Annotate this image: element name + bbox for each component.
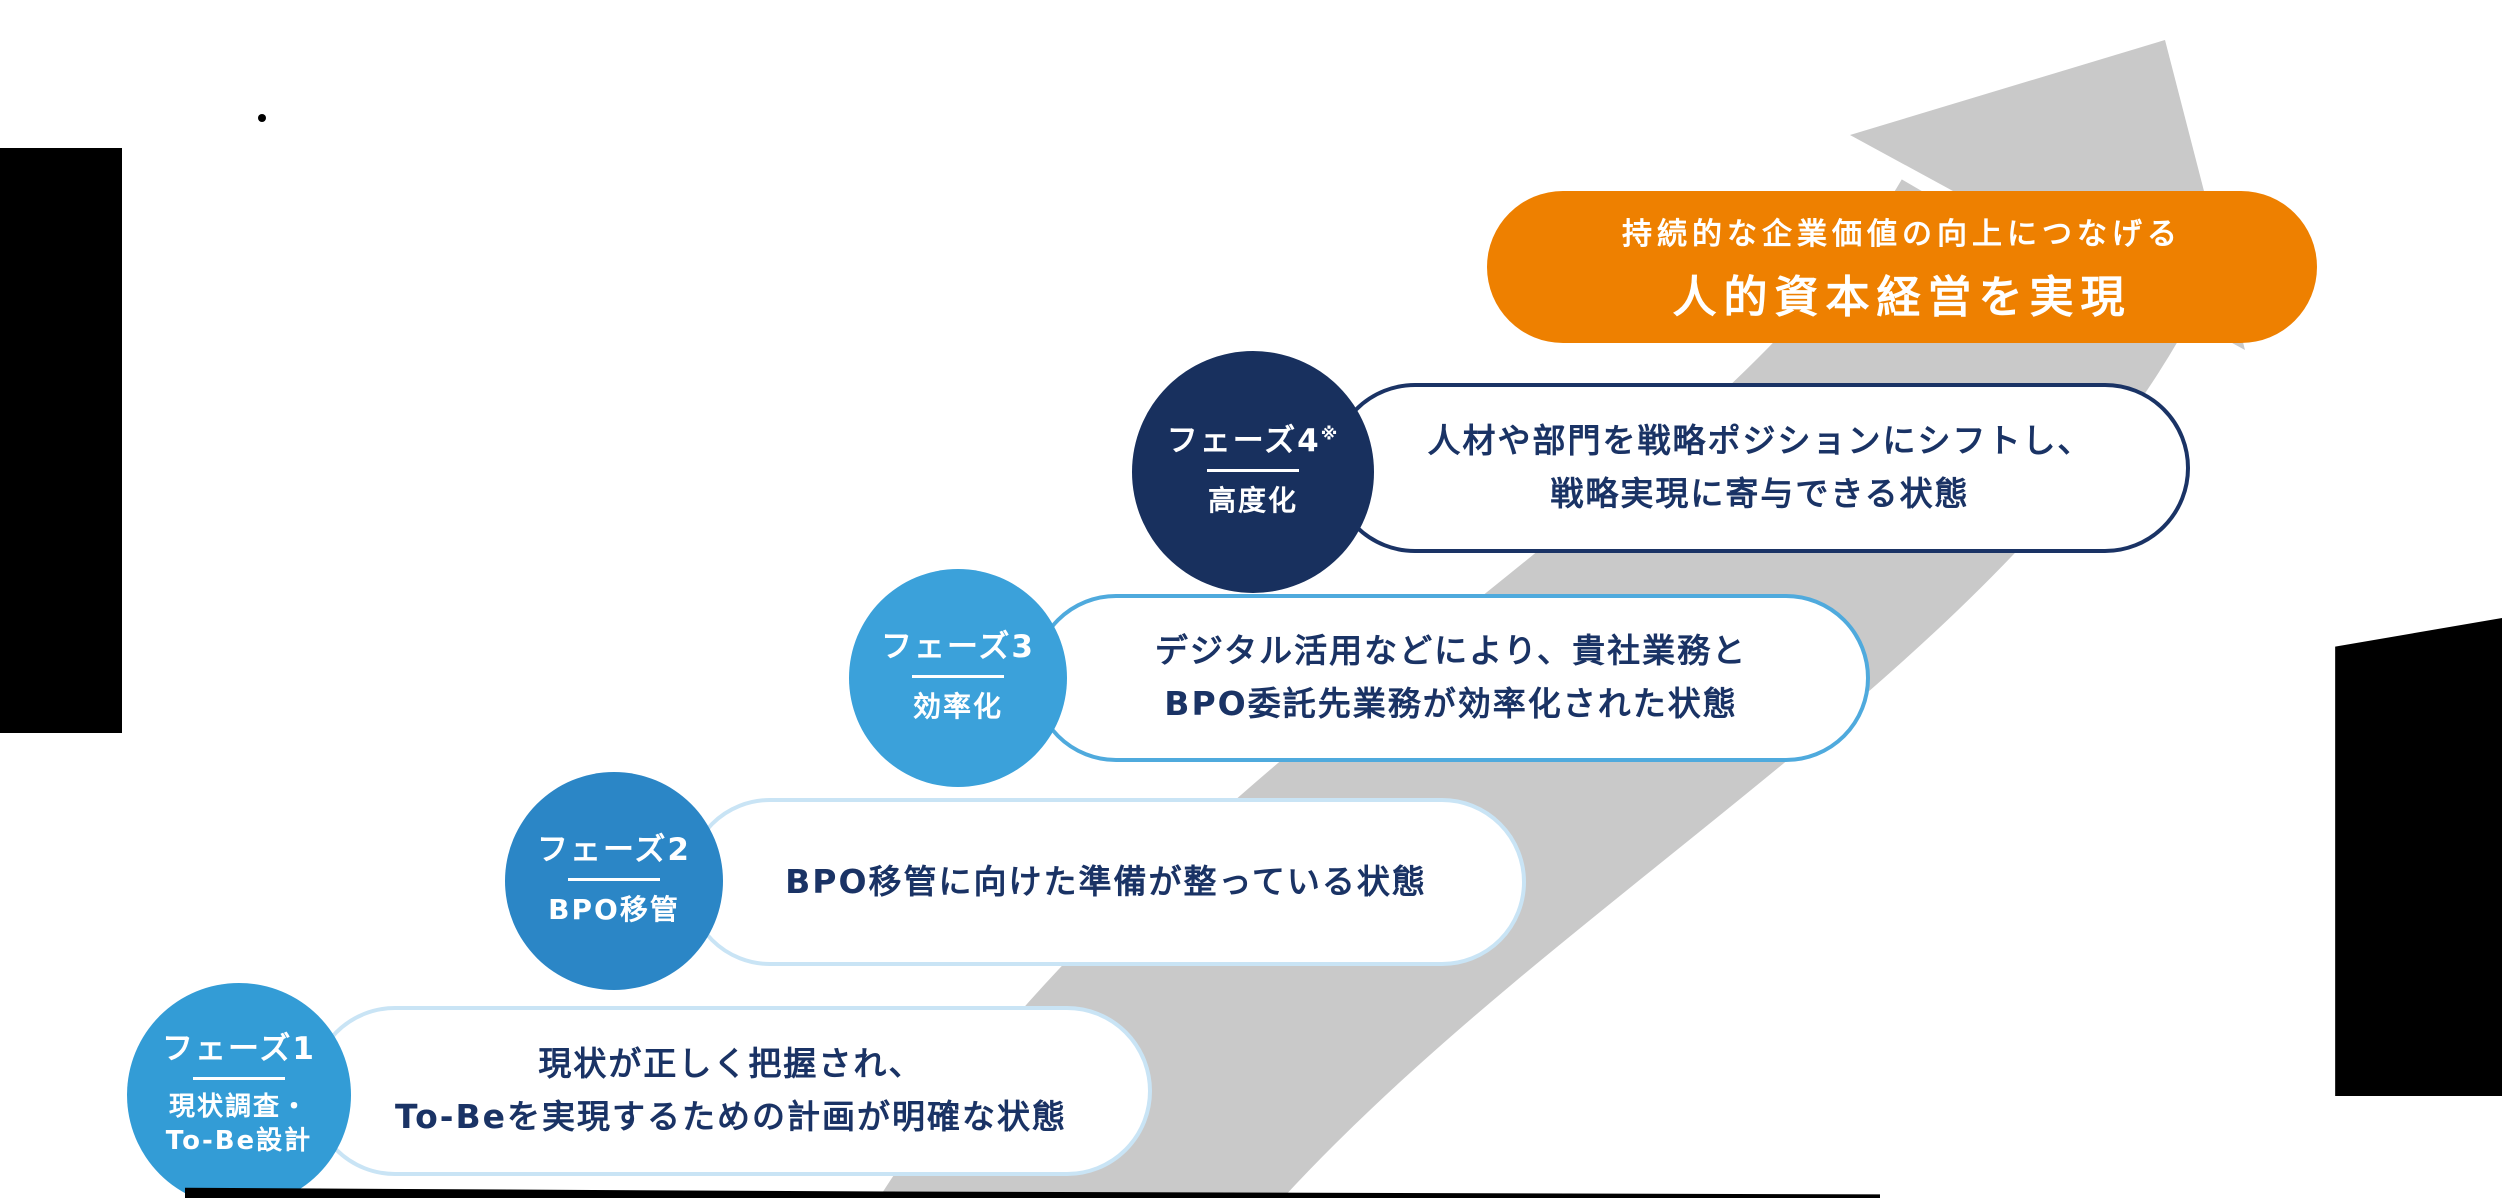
phase3-sublabel: 効率化: [912, 690, 1003, 724]
phase2-divider: [568, 878, 660, 882]
phase3-label: フェーズ3: [880, 629, 1036, 666]
phase2-desc-line1: BPO移管に向けた準備が整っている状態: [785, 861, 1427, 901]
phase4-label-text: フェーズ4: [1166, 423, 1321, 460]
phase3-divider: [912, 675, 1004, 679]
phase1-description-pill: 現状が正しく把握され、 To-Beを実現するための計画が明確な状態: [310, 1006, 1152, 1176]
phase1-label: フェーズ1: [161, 1030, 317, 1067]
phase4-desc-line1: 人材や部門を戦略ポジションにシフトし、: [1427, 421, 2093, 461]
phase4-note-mark: ※: [1320, 424, 1340, 445]
phase4-description-pill: 人材や部門を戦略ポジションにシフトし、 戦略実現に寄与できる状態: [1330, 383, 2190, 553]
phase4-desc-line2: 戦略実現に寄与できる状態: [1550, 474, 1970, 513]
page-edge-left: [0, 148, 122, 733]
phase3-desc-line2: BPO委託先業務が効率化された状態: [1164, 684, 1738, 723]
goal-banner: 持続的な企業価値の向上につなげる 人的資本経営を実現: [1487, 191, 2317, 343]
phase1-sublabel-line1: 現状調査・: [168, 1091, 309, 1122]
phase1-sublabel-line2: To-Be設計: [165, 1125, 313, 1156]
phase3-description-pill: デジタル活用などにより、貴社業務と BPO委託先業務が効率化された状態: [1032, 594, 1870, 762]
phase2-circle: フェーズ2 BPO移管: [505, 772, 723, 990]
phase2-label: フェーズ2: [536, 832, 692, 869]
phase3-desc-line1: デジタル活用などにより、貴社業務と: [1154, 631, 1748, 671]
page-edge-right: [2335, 618, 2502, 1096]
phase4-divider: [1207, 469, 1299, 473]
page-edge-bottom: [185, 1187, 1880, 1198]
phase2-description-pill: BPO移管に向けた準備が整っている状態: [686, 798, 1526, 966]
phase1-divider: [193, 1076, 285, 1080]
phase1-desc-line1: 現状が正しく把握され、: [538, 1044, 924, 1084]
goal-banner-subtitle: 持続的な企業価値の向上につなげる: [1622, 217, 2182, 252]
phase1-circle: フェーズ1 現状調査・ To-Be設計: [127, 983, 351, 1198]
stray-dot: [258, 114, 266, 122]
phase1-desc-line2: To-Beを実現するための計画が明確な状態: [394, 1097, 1068, 1136]
goal-banner-title: 人的資本経営を実現: [1672, 272, 2132, 323]
phase2-sublabel: BPO移管: [548, 893, 680, 927]
phase3-circle: フェーズ3 効率化: [849, 569, 1067, 787]
phase4-circle: フェーズ4※ 高度化: [1132, 351, 1374, 593]
phase4-label: フェーズ4※: [1167, 424, 1340, 458]
phase4-sublabel: 高度化: [1207, 484, 1298, 518]
